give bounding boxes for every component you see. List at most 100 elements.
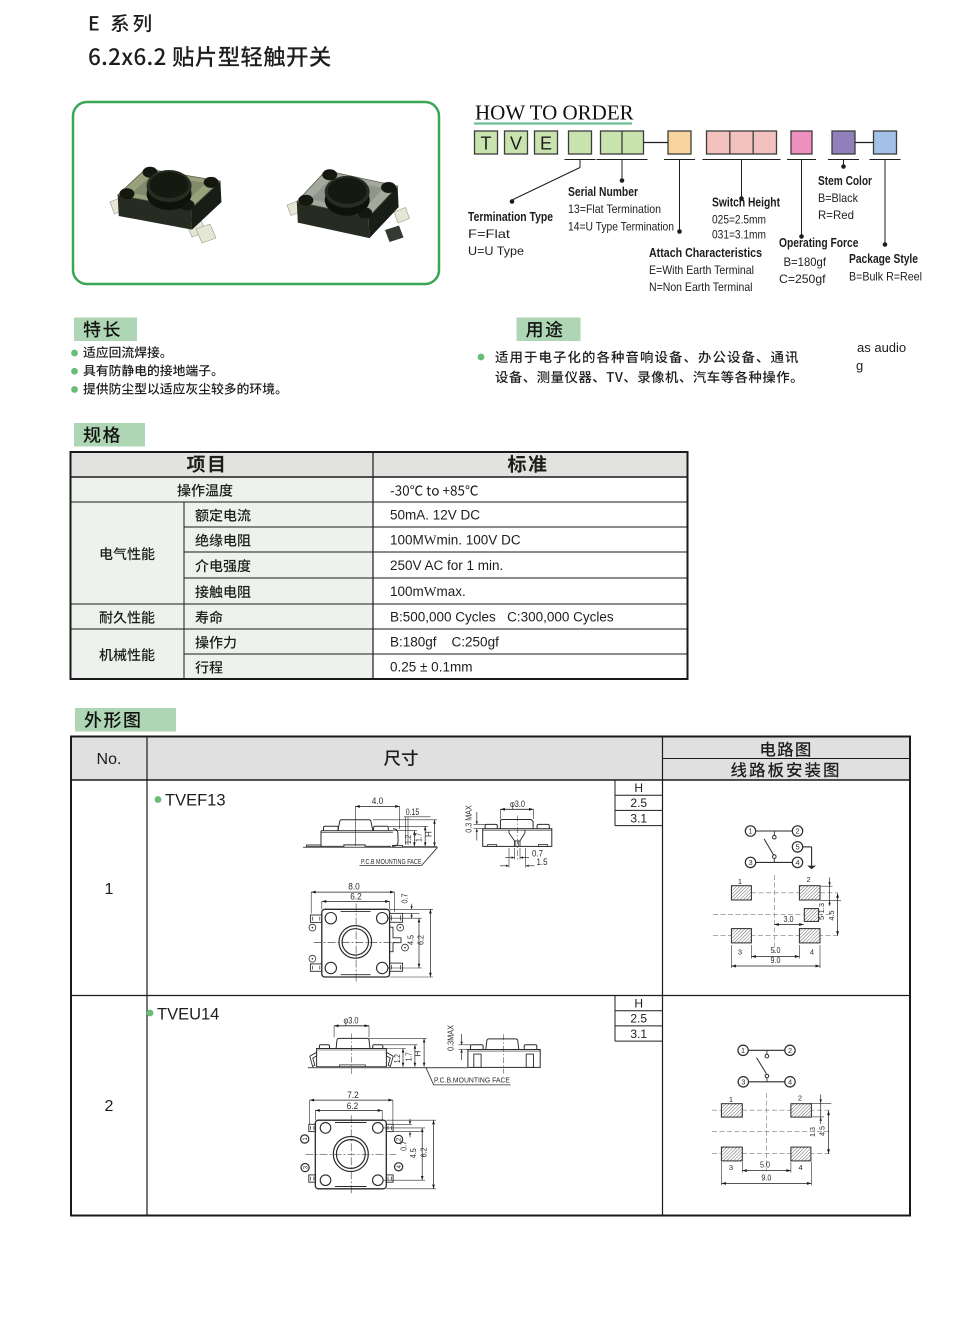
svg-text:250V AC for 1 min.: 250V AC for 1 min. [390,558,503,573]
svg-text:F=Flat: F=Flat [468,227,511,241]
svg-text:2.5: 2.5 [630,1012,647,1026]
svg-text:R=Red: R=Red [818,208,854,222]
svg-text:14=U Type Termination: 14=U Type Termination [568,220,674,234]
svg-text:0.15: 0.15 [406,807,420,817]
svg-text:2.5: 2.5 [630,796,647,810]
svg-text:TVEU14: TVEU14 [157,1006,219,1024]
svg-text:3: 3 [748,858,752,867]
svg-text:6.2: 6.2 [416,935,425,945]
svg-text:2: 2 [795,827,799,836]
svg-text:U=U Type: U=U Type [468,244,524,258]
svg-text:N=Non Earth Terminal: N=Non Earth Terminal [649,280,753,294]
svg-text:4: 4 [795,858,799,867]
svg-text:0.7: 0.7 [532,848,543,858]
svg-text:Switch Height: Switch Height [712,196,781,210]
svg-text:4.0: 4.0 [372,796,384,806]
svg-text:9.0: 9.0 [761,1173,771,1182]
svg-text:φ3.0: φ3.0 [344,1015,359,1025]
svg-text:1: 1 [729,1095,733,1104]
svg-text:100mWmax.: 100mWmax. [390,584,466,599]
svg-text:H: H [414,1050,423,1056]
svg-text:Stem Color: Stem Color [818,174,872,188]
svg-text:B=180gf: B=180gf [784,255,827,269]
svg-text:C=250gf: C=250gf [779,272,826,286]
svg-text:5.0: 5.0 [760,1161,770,1170]
svg-text:Operating Force: Operating Force [779,236,859,250]
svg-text:g: g [856,358,863,373]
svg-text:2: 2 [105,1098,114,1115]
svg-text:5: 5 [795,843,799,852]
svg-text:0.3 MAX: 0.3 MAX [464,805,473,833]
svg-text:4.5: 4.5 [409,1148,418,1158]
svg-text:H: H [425,831,434,837]
svg-text:4: 4 [788,1077,792,1086]
svg-text:Serial Number: Serial Number [568,185,638,199]
svg-text:E: E [540,134,552,154]
svg-text:H: H [634,997,643,1011]
svg-text:2: 2 [397,1137,403,1141]
svg-text:V: V [510,134,522,154]
svg-text:4.5: 4.5 [827,911,836,921]
svg-text:6.2: 6.2 [350,891,362,901]
svg-text:TVEF13: TVEF13 [165,792,226,810]
svg-text:B=Black: B=Black [818,191,859,205]
svg-text:3: 3 [729,1163,733,1172]
svg-text:1.5: 1.5 [537,857,548,867]
svg-text:2: 2 [798,1094,802,1103]
svg-text:1.3: 1.3 [808,1127,817,1137]
svg-text:9.0: 9.0 [771,956,781,965]
svg-text:1: 1 [748,827,752,836]
svg-text:as audio: as audio [857,340,906,355]
svg-text:P.C.B MOUNTING FACE: P.C.B MOUNTING FACE [361,857,422,866]
svg-text:Termination Type: Termination Type [468,210,553,224]
svg-text:3.1: 3.1 [630,811,647,825]
svg-text:1: 1 [738,877,742,886]
svg-text:HOW TO ORDER: HOW TO ORDER [475,101,634,125]
svg-text:E=With Earth Terminal: E=With Earth Terminal [649,263,754,277]
svg-text:1: 1 [303,1137,309,1141]
svg-text:1.7: 1.7 [415,832,424,841]
svg-text:0.7: 0.7 [399,1140,408,1150]
svg-text:B:180gf C:250gf: B:180gf C:250gf [390,635,499,650]
svg-text:2: 2 [807,875,811,884]
svg-text:1: 1 [105,881,114,898]
svg-text:P.C.B.MOUNTING FACE: P.C.B.MOUNTING FACE [434,1075,510,1084]
svg-text:4: 4 [799,1163,803,1172]
svg-text:Attach Characteristics: Attach Characteristics [649,246,762,260]
svg-text:5.0: 5.0 [771,946,781,955]
svg-text:13=Flat Termination: 13=Flat Termination [568,202,661,216]
svg-text:7.2: 7.2 [347,1090,359,1100]
svg-text:3.0: 3.0 [784,915,794,924]
svg-text:B=Bulk R=Reel: B=Bulk R=Reel [849,270,922,284]
svg-text:H: H [634,781,643,795]
svg-text:031=3.1mm: 031=3.1mm [712,228,766,242]
svg-text:4.5: 4.5 [407,935,416,945]
svg-text:Package Style: Package Style [849,252,918,266]
svg-text:1.7: 1.7 [404,1052,413,1061]
svg-text:1: 1 [741,1046,745,1055]
svg-text:3: 3 [738,948,742,957]
svg-text:025=2.5mm: 025=2.5mm [712,213,766,227]
svg-text:6.2: 6.2 [347,1101,359,1111]
svg-text:φ3.0: φ3.0 [510,799,525,809]
svg-text:5-1.3: 5-1.3 [817,903,826,920]
svg-text:4: 4 [397,1164,403,1168]
svg-text:4.5: 4.5 [818,1126,827,1136]
svg-text:0.7: 0.7 [400,893,409,903]
svg-text:3: 3 [303,1165,309,1169]
svg-text:2: 2 [788,1046,792,1055]
svg-text:3.1: 3.1 [630,1027,647,1041]
svg-text:0.3MAX: 0.3MAX [447,1024,456,1051]
svg-text:T: T [481,134,492,154]
svg-text:50mA. 12V DC: 50mA. 12V DC [390,508,480,523]
svg-text:B:500,000 Cycles C:300,000 C: B:500,000 Cycles C:300,000 Cycles [390,610,614,625]
svg-text:8.0: 8.0 [348,882,360,892]
svg-text:4: 4 [810,948,814,957]
svg-text:1.2: 1.2 [393,1054,402,1063]
svg-text:100MWmin. 100V DC: 100MWmin. 100V DC [390,533,521,548]
svg-text:1.2: 1.2 [404,835,413,844]
svg-text:No.: No. [97,751,122,768]
svg-text:3: 3 [741,1077,745,1086]
svg-text:6.2: 6.2 [420,1147,429,1157]
svg-text:0.25 ± 0.1mm: 0.25 ± 0.1mm [390,660,472,675]
